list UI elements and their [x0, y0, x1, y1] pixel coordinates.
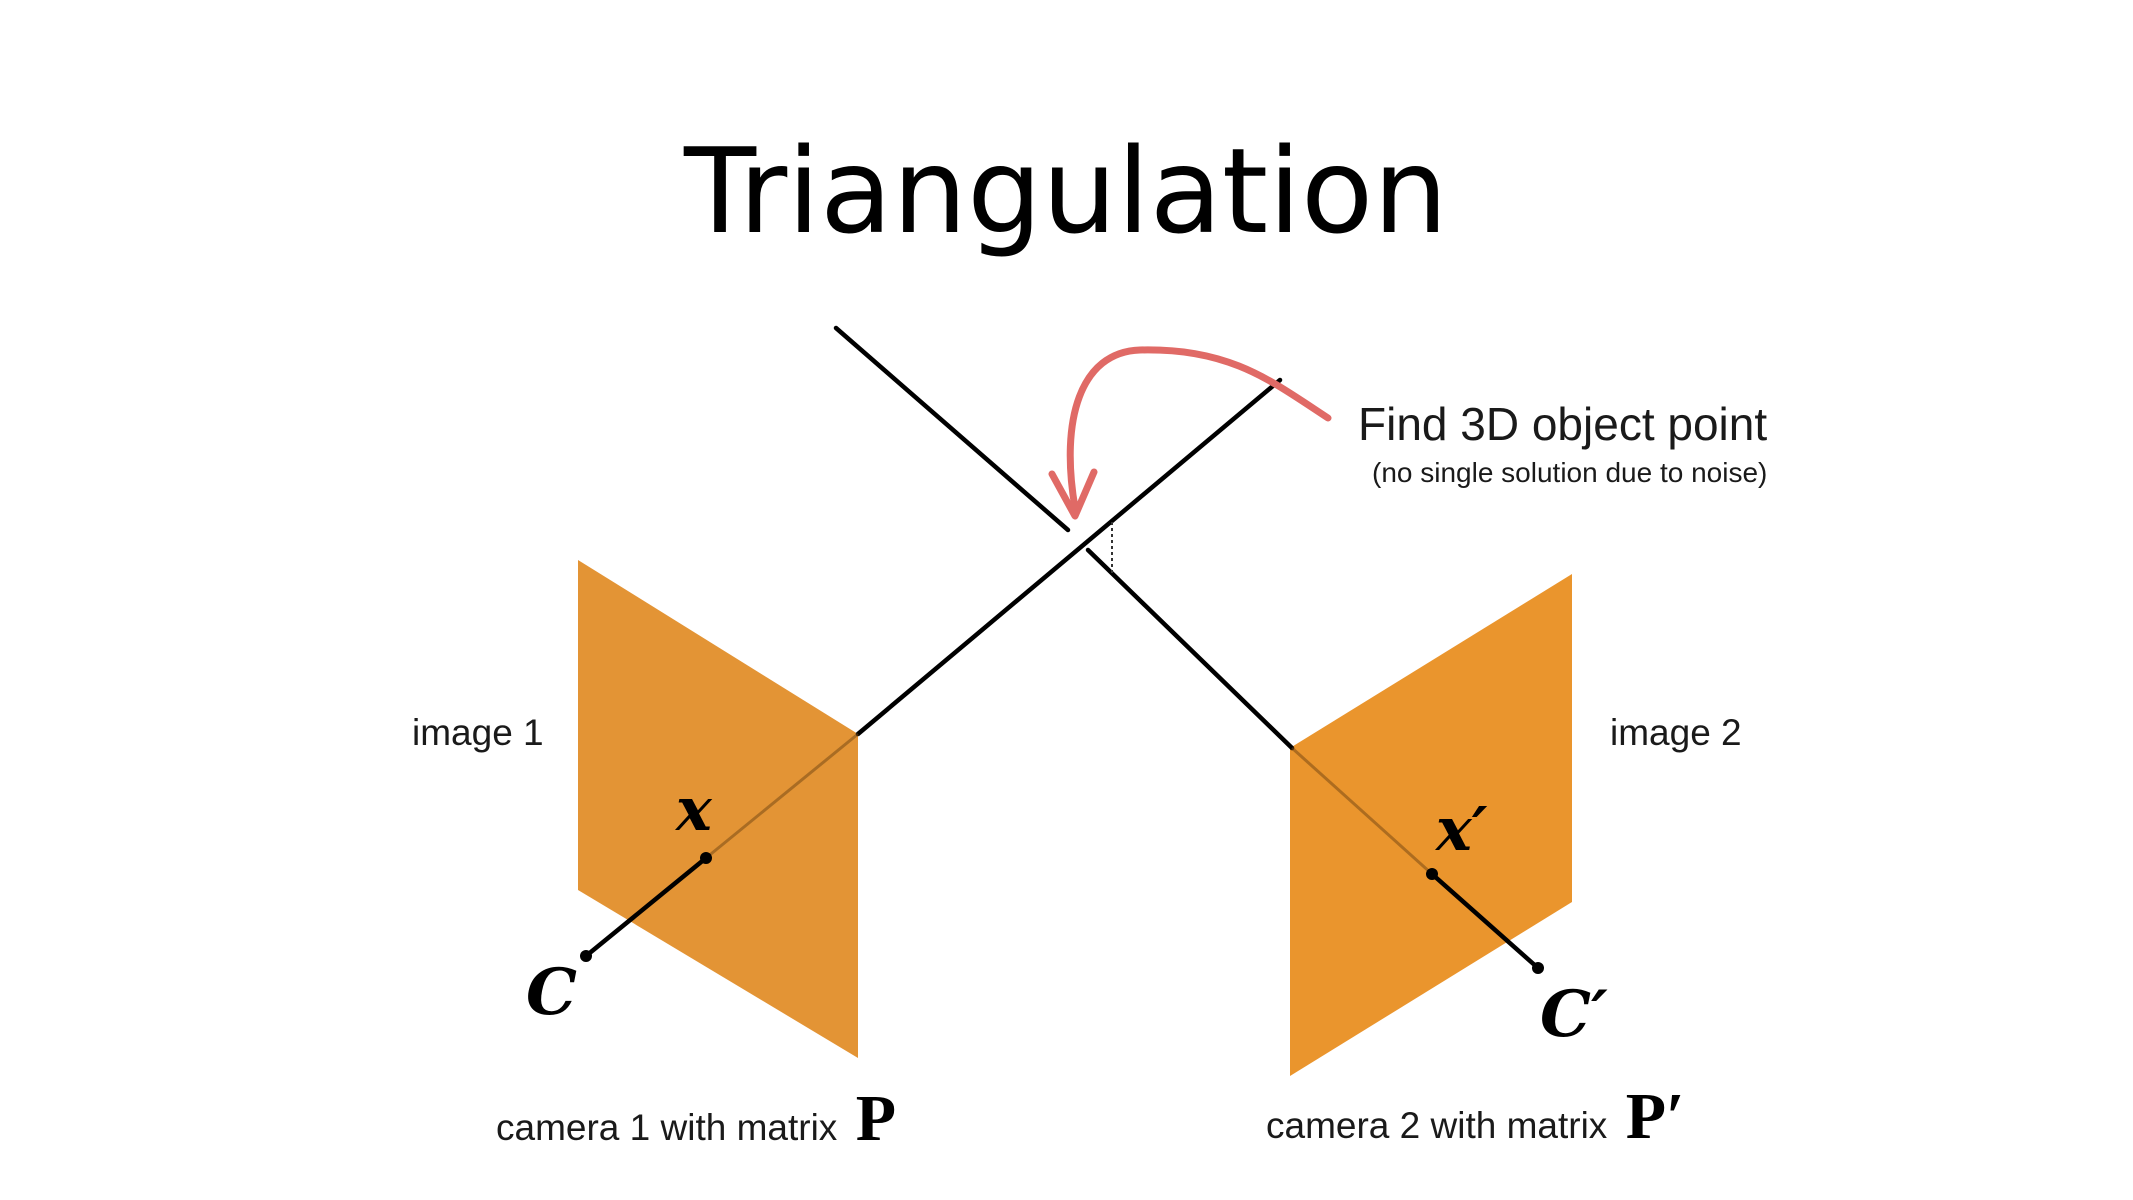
ray-right-upper: [833, 325, 1071, 533]
callout-title: Find 3D object point: [1358, 398, 1767, 450]
ray-right-in-plane: [1290, 746, 1434, 876]
camera-matrix-left: P: [856, 1082, 896, 1155]
label-c-right: C′: [1540, 977, 1608, 1052]
camera-matrix-right: P′: [1626, 1080, 1685, 1153]
image-plane-right: [1290, 574, 1572, 1076]
ray-left-upper: [855, 377, 1283, 737]
ray-right-lower: [1085, 547, 1295, 751]
image-label-left: image 1: [412, 712, 544, 753]
label-c-left: C: [526, 955, 577, 1030]
ray-left-in-plane: [705, 732, 859, 860]
camera-caption-left: camera 1 with matrix P: [496, 1082, 896, 1155]
camera-caption-left-text: camera 1 with matrix: [496, 1107, 838, 1148]
point-c-right: [1532, 962, 1544, 974]
callout-arrow-head-icon: [1048, 468, 1098, 520]
point-x-right: [1426, 868, 1438, 880]
image-plane-left: [578, 560, 858, 1058]
segment-c-to-x-left: [583, 855, 709, 959]
slide-title: Triangulation: [683, 122, 1448, 260]
callout-note: (no single solution due to noise): [1372, 457, 1767, 488]
segment-c-to-x-right: [1429, 871, 1541, 971]
camera-caption-right: camera 2 with matrix P′: [1266, 1080, 1685, 1153]
label-x-right: x′: [1434, 795, 1488, 865]
label-x-left: x: [674, 775, 713, 845]
point-c-left: [580, 950, 592, 962]
image-label-right: image 2: [1610, 712, 1742, 753]
callout-arrow: [1066, 346, 1332, 512]
point-x-left: [700, 852, 712, 864]
camera-caption-right-text: camera 2 with matrix: [1266, 1105, 1608, 1146]
